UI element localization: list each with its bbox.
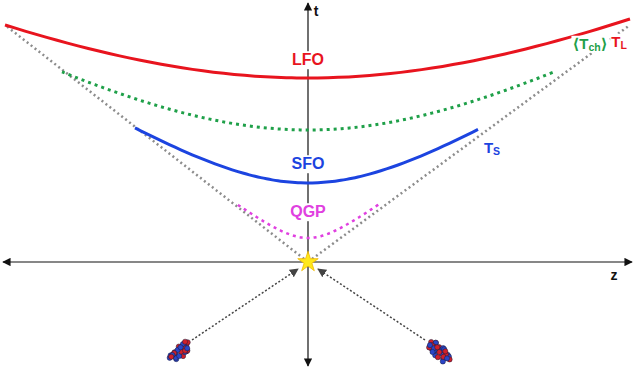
temperature-label: ⟨Tch⟩ [571,36,608,53]
nucleon [435,355,440,360]
nucleon [169,354,174,359]
nucleon [430,349,435,354]
curve-label: QGP [289,203,327,221]
nucleon [182,339,187,344]
temperature-label: TS [483,140,501,157]
nucleon [444,356,449,361]
nucleon [178,345,183,350]
temperature-label: TL [610,34,628,51]
chemical-freezeout-curve [62,72,555,130]
nucleon [427,343,432,348]
light-cone [5,25,308,262]
nucleon [443,349,448,354]
axis-label: z [610,268,619,283]
collision-star [298,251,318,270]
curve-label: SFO [291,155,326,173]
sfo-curve [135,128,478,183]
nucleon [185,346,190,351]
lfo-curve [5,19,630,78]
z-axis [3,261,632,262]
nucleus-path [318,269,425,340]
qgp-curve [238,204,380,238]
nucleon [437,349,442,354]
axis-label: t [313,4,320,19]
curve-label: LFO [291,51,325,69]
nucleon [435,345,440,350]
nucleus-path [192,269,298,340]
